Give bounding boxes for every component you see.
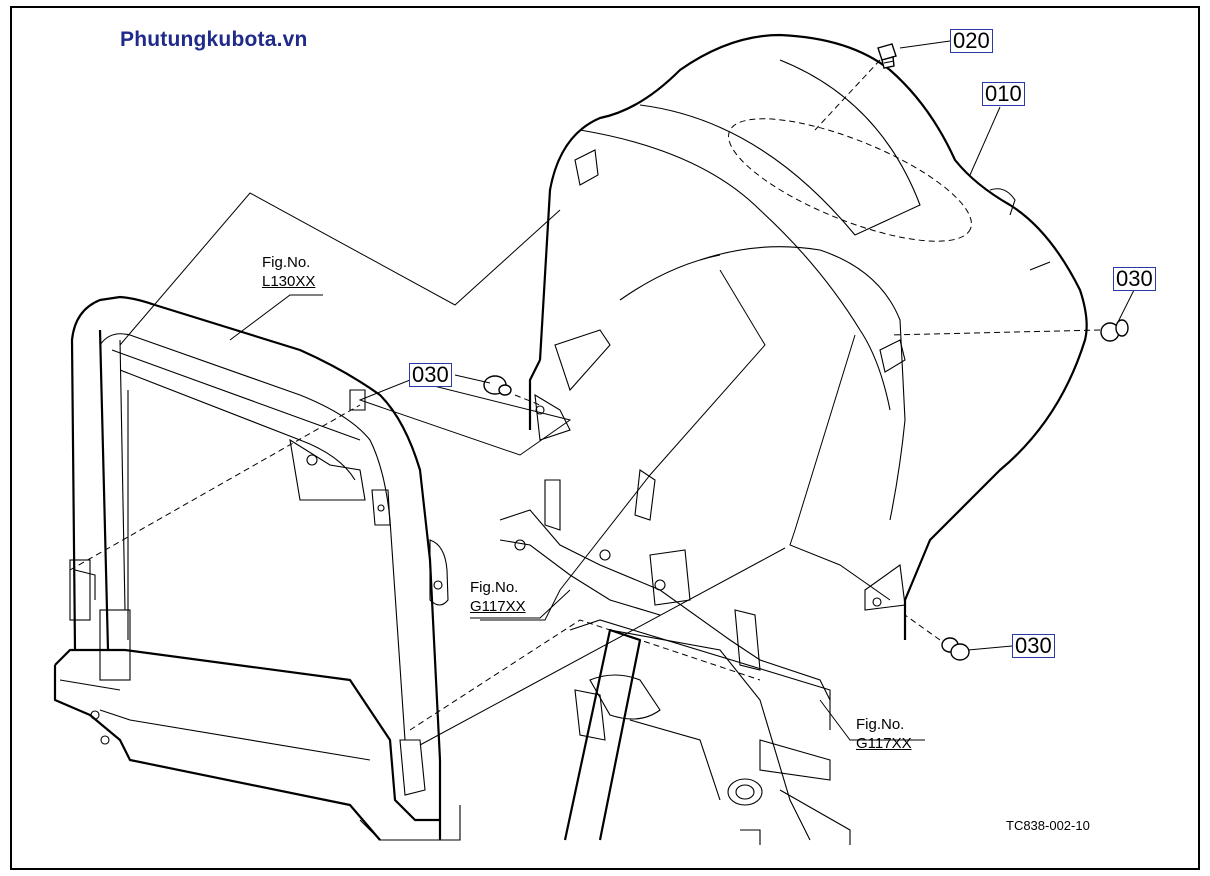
figure-ref-g117xx-right[interactable]: Fig.No. G117XX xyxy=(856,715,912,753)
leader-030-left xyxy=(454,374,491,384)
bolt-020 xyxy=(877,43,897,69)
bolt-030-right xyxy=(1100,319,1129,342)
bolt-030-left xyxy=(483,375,512,396)
leader-020 xyxy=(899,40,951,49)
diagram-frame xyxy=(10,6,1200,870)
outline-g117-a xyxy=(480,269,766,621)
leader-l130xx xyxy=(229,294,323,341)
watermark-text: Phutungkubota.vn xyxy=(120,28,308,51)
fender-cover xyxy=(528,33,1088,640)
bolt-030-bottom xyxy=(941,637,970,661)
figure-ref-prefix: Fig.No. xyxy=(262,254,311,271)
part-label-030-left[interactable]: 030 xyxy=(409,363,452,387)
figure-ref-l130xx[interactable]: Fig.No. L130XX xyxy=(262,253,315,291)
leader-030-bottom xyxy=(967,645,1013,651)
figure-ref-number: G117XX xyxy=(470,598,526,615)
figure-ref-prefix: Fig.No. xyxy=(470,579,519,596)
figure-ref-number: L130XX xyxy=(262,273,316,290)
reference-outline-l130 xyxy=(119,192,561,346)
leader-010 xyxy=(969,106,1001,176)
assembly-line-lower xyxy=(409,619,761,731)
assembly-line-020 xyxy=(814,59,881,131)
rops-frame xyxy=(53,295,461,841)
assembly-line-030-left xyxy=(514,394,541,406)
outline-link-line xyxy=(419,547,786,746)
part-label-030-right[interactable]: 030 xyxy=(1113,267,1156,291)
figure-ref-number: G117XX xyxy=(856,735,912,752)
part-label-010[interactable]: 010 xyxy=(982,82,1025,106)
outline-fender-right xyxy=(789,334,891,601)
part-label-020[interactable]: 020 xyxy=(950,29,993,53)
leader-g117xx-a xyxy=(470,589,571,619)
drawing-code: TC838-002-10 xyxy=(1006,818,1090,833)
figure-ref-prefix: Fig.No. xyxy=(856,716,905,733)
outline-g117-b xyxy=(819,699,925,741)
part-label-030-bottom[interactable]: 030 xyxy=(1012,634,1055,658)
assembly-line-030-right xyxy=(889,329,1101,336)
assembly-line-frame xyxy=(69,404,361,571)
figure-ref-g117xx-left[interactable]: Fig.No. G117XX xyxy=(470,578,526,616)
assembly-line-030-bottom xyxy=(904,614,941,641)
leader-030-right xyxy=(1117,289,1135,323)
bracket-outline xyxy=(358,379,572,456)
step-frame-assembly xyxy=(499,469,851,845)
